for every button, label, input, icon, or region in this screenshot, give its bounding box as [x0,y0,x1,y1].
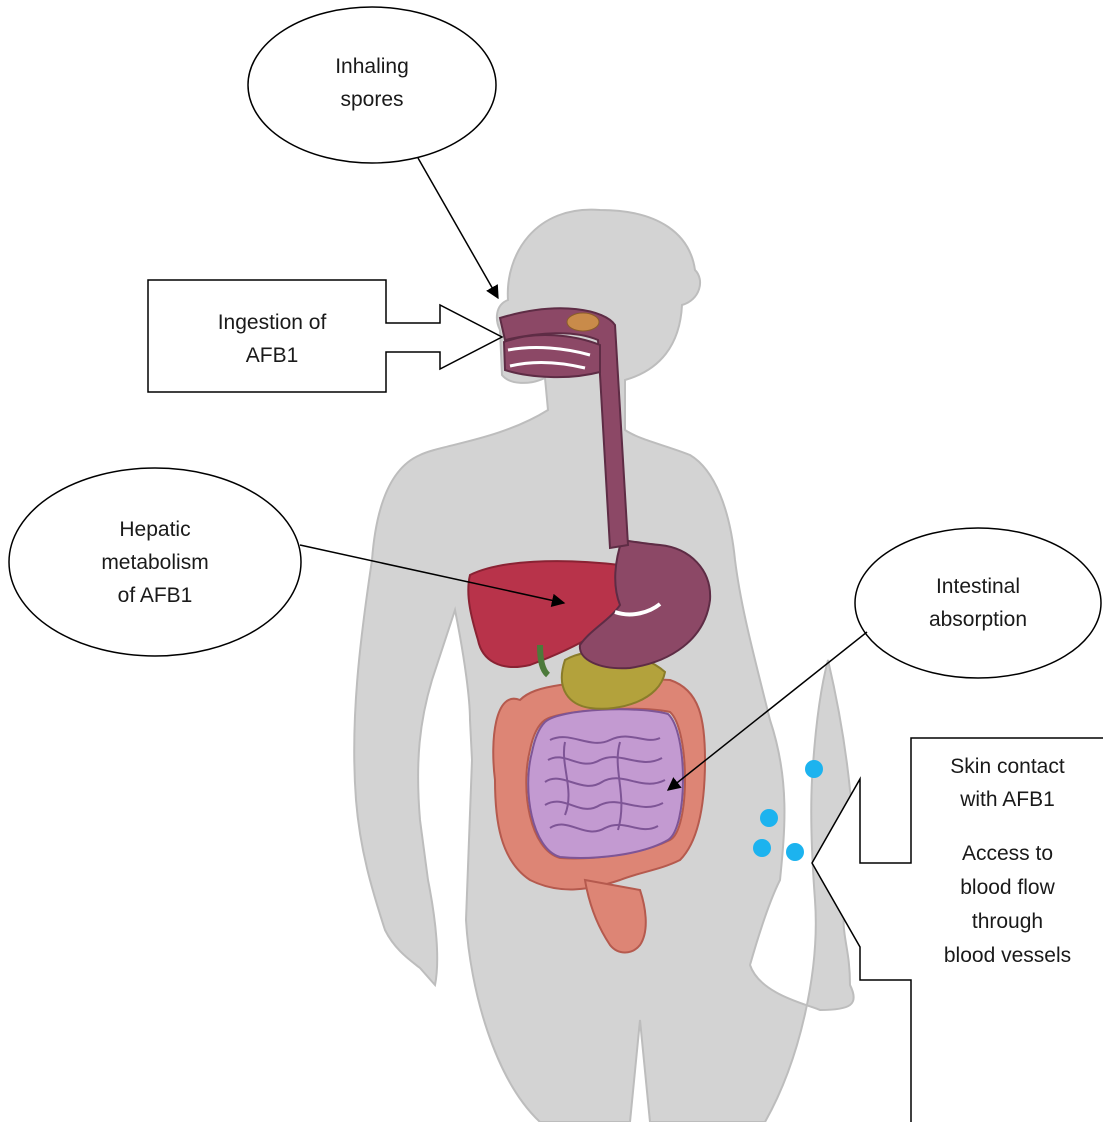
intestinal-label: Intestinal absorption [878,570,1078,636]
access-blood-label: Access to blood flow through blood vesse… [915,837,1100,973]
inhaling-arrow [418,158,498,298]
hepatic-label: Hepatic metabolism of AFB1 [65,513,245,612]
small-intestine [528,709,683,858]
skin-contact-label: Skin contact with AFB1 [915,750,1100,816]
inhaling-label: Inhaling spores [293,50,451,116]
ingestion-label: Ingestion of AFB1 [158,306,386,372]
